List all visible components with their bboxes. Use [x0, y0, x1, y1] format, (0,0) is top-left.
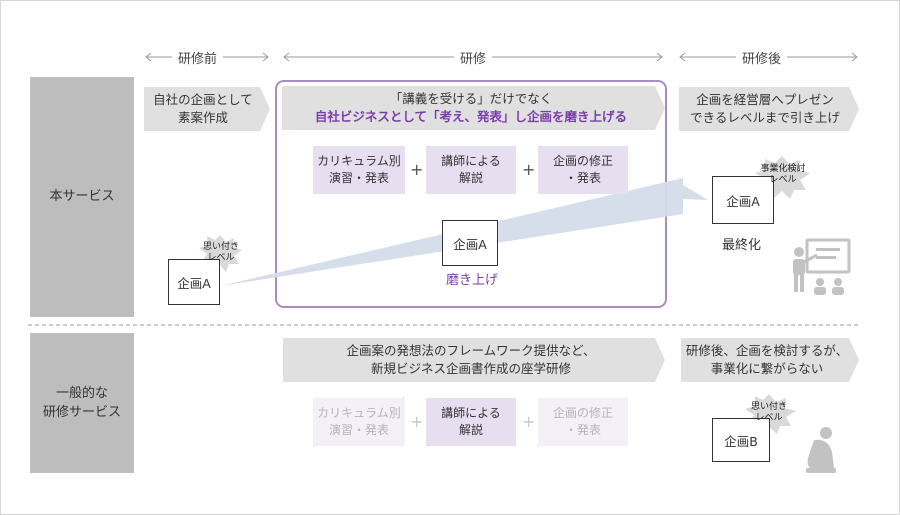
- final-caption: 最終化: [722, 238, 762, 253]
- box-general-curriculum: カリキュラム別 演習・発表: [313, 398, 405, 446]
- tag-general-after-shape: [681, 338, 859, 382]
- tag-general-after-text: 研修後、企画を検討するが、 事業化に繋がらない: [685, 342, 849, 376]
- header-during: 研修: [454, 48, 493, 67]
- tag-general-during-shape: [283, 338, 665, 382]
- plus-1: +: [410, 160, 424, 179]
- doc-general: 企画B: [712, 418, 770, 462]
- mid-caption: 磨き上げ: [446, 273, 499, 288]
- kneeling-person-icon: [806, 427, 836, 473]
- tag-after-shape: [679, 87, 859, 131]
- tag-during-line1: 「講義を受ける」だけでなく: [389, 90, 553, 106]
- plus-general-1: +: [410, 412, 424, 431]
- presenter-icon: [793, 238, 851, 295]
- box-general-revision: 企画の修正 ・発表: [538, 398, 628, 446]
- tag-before-text: 自社の企画として 素案作成: [153, 91, 253, 125]
- box-instructor: 講師による 解説: [426, 146, 516, 194]
- box-curriculum: カリキュラム別 演習・発表: [313, 146, 405, 194]
- burst-before-text: 思い付き レベル: [202, 242, 239, 263]
- tag-before-shape: [144, 87, 270, 131]
- tag-during-line2: 自社ビジネスとして「考え、発表」し企画を磨き上げる: [314, 109, 628, 124]
- tag-during: 「講義を受ける」だけでなく 自社ビジネスとして「考え、発表」し企画を磨き上げる: [282, 86, 660, 130]
- tag-general-during-text: 企画案の発想法のフレームワーク提供など、 新規ビジネス企画書作成の座学研修: [346, 342, 596, 376]
- row-label-general: 一般的な 研修サービス: [30, 333, 134, 473]
- burst-after-text: 事業化検討 レベル: [760, 164, 806, 185]
- burst-after-shape: [755, 156, 810, 199]
- plus-general-2: +: [522, 412, 536, 431]
- burst-general-text: 思い付き レベル: [750, 402, 787, 423]
- row-label-service: 本サービス: [30, 77, 134, 317]
- doc-after: 企画A: [712, 176, 774, 224]
- doc-mid: 企画A: [442, 220, 498, 266]
- header-after: 研修後: [736, 48, 788, 67]
- header-before: 研修前: [172, 48, 224, 67]
- burst-general-shape: [745, 394, 796, 434]
- doc-before: 企画A: [168, 259, 220, 305]
- tag-after-text: 企画を経営層へプレゼン できるレベルまで引き上げ: [690, 91, 840, 125]
- plus-2: +: [522, 160, 536, 179]
- burst-before-shape: [199, 235, 242, 272]
- tag-during-shape: [282, 86, 665, 130]
- box-revision: 企画の修正 ・発表: [538, 146, 628, 194]
- box-general-instructor: 講師による 解説: [426, 398, 516, 446]
